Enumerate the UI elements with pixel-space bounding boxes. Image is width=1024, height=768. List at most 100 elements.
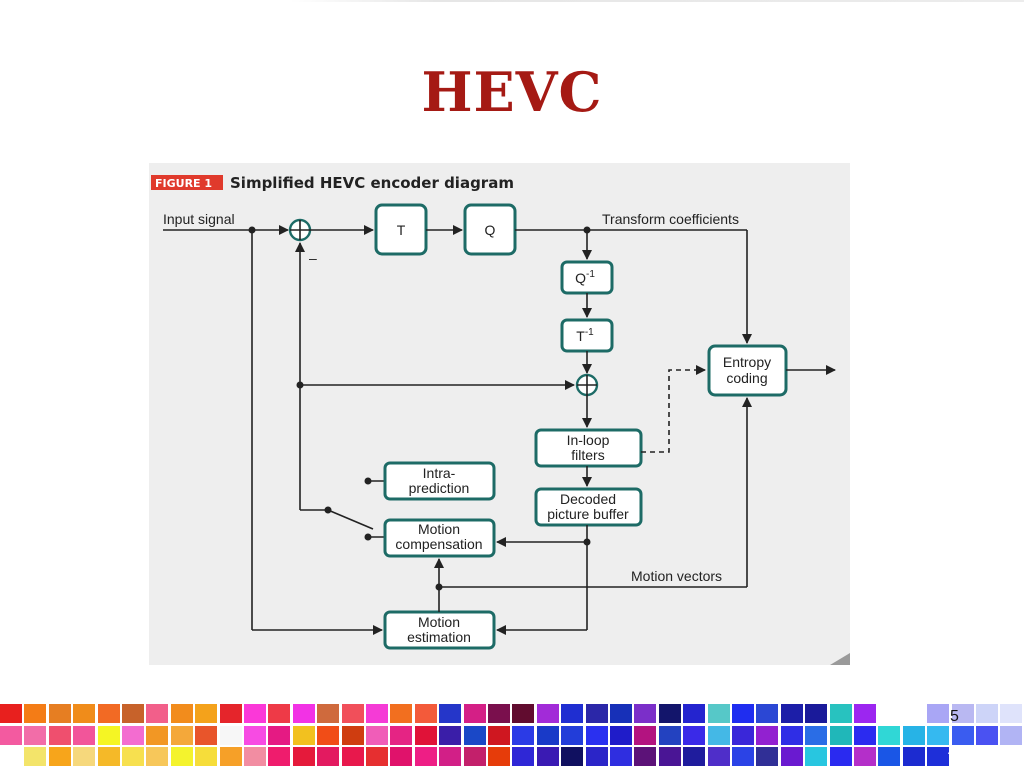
mosaic-tile	[927, 747, 950, 766]
mosaic-tile	[146, 747, 169, 766]
mosaic-tile	[292, 747, 315, 766]
mosaic-tile	[268, 704, 291, 723]
mosaic-tile	[902, 725, 925, 745]
mosaic-tile	[268, 725, 291, 745]
mosaic-tile	[268, 747, 291, 766]
mosaic-tile	[561, 704, 584, 723]
mosaic-tile	[854, 704, 876, 723]
mosaic-tile	[48, 704, 71, 723]
svg-text:T-1: T-1	[576, 327, 594, 344]
mosaic-tile	[73, 725, 96, 745]
mosaic-tile	[683, 747, 706, 766]
mosaic-tile	[146, 725, 169, 745]
input-signal-label: Input signal	[163, 211, 235, 227]
mosaic-tile	[707, 725, 730, 745]
mosaic-tile	[341, 747, 364, 766]
mosaic-tile	[73, 747, 96, 766]
svg-text:Q: Q	[485, 222, 496, 238]
inverse-transform-block: T-1	[560, 318, 614, 353]
mosaic-tile	[463, 725, 486, 745]
mosaic-tile	[658, 747, 681, 766]
mosaic-tile	[780, 747, 803, 766]
mosaic-tile	[24, 704, 47, 723]
mosaic-tile	[0, 747, 22, 766]
mosaic-tile	[805, 704, 828, 723]
mosaic-tile	[561, 747, 584, 766]
mosaic-tile	[902, 747, 925, 766]
mosaic-tile	[97, 747, 120, 766]
mosaic-tile	[488, 725, 510, 745]
svg-text:prediction: prediction	[409, 480, 470, 496]
mosaic-tile	[585, 747, 608, 766]
intra-prediction-block: Intra- prediction	[383, 461, 496, 501]
svg-text:Entropy: Entropy	[723, 354, 771, 370]
mosaic-tile	[341, 725, 364, 745]
mc-switch-contact	[364, 533, 372, 541]
top-divider-line	[290, 0, 1024, 2]
figure-caption: Simplified HEVC encoder diagram	[230, 174, 514, 192]
mosaic-tile	[48, 747, 71, 766]
mosaic-tile	[683, 725, 706, 745]
svg-text:Motion: Motion	[418, 521, 460, 537]
figure-panel: FIGURE 1 Simplified HEVC encoder diagram…	[149, 163, 850, 665]
mosaic-tile	[317, 704, 340, 723]
mosaic-tile	[341, 704, 364, 723]
minus-sign: –	[309, 250, 317, 266]
motion-vectors-label: Motion vectors	[631, 568, 722, 584]
slide-number: 5	[950, 708, 959, 725]
figure-corner-triangle	[830, 653, 850, 665]
motion-estimation-block: Motion estimation	[383, 610, 496, 650]
mosaic-tile	[610, 704, 632, 723]
mosaic-tile	[390, 704, 413, 723]
mosaic-tile	[780, 704, 803, 723]
mosaic-tile	[122, 725, 144, 745]
mosaic-tile	[536, 747, 559, 766]
mosaic-tile	[1000, 747, 1023, 766]
mosaic-tile	[658, 725, 681, 745]
mosaic-tile	[24, 747, 47, 766]
mosaic-tile	[0, 704, 22, 723]
mosaic-tile	[536, 704, 559, 723]
svg-text:Decoded: Decoded	[560, 491, 616, 507]
mosaic-tile	[97, 725, 120, 745]
mosaic-tile	[390, 725, 413, 745]
mosaic-tile	[976, 725, 998, 745]
mosaic-tile	[951, 725, 974, 745]
mosaic-tile	[658, 704, 681, 723]
mosaic-tile	[878, 747, 901, 766]
mosaic-tile	[122, 747, 144, 766]
svg-text:Motion: Motion	[418, 614, 460, 630]
mosaic-tile	[756, 725, 779, 745]
mosaic-tile	[927, 725, 950, 745]
mosaic-tile	[414, 725, 437, 745]
add-junction	[575, 373, 599, 397]
mosaic-tile	[170, 725, 193, 745]
mosaic-tile	[439, 747, 462, 766]
mosaic-tile	[610, 747, 632, 766]
svg-text:compensation: compensation	[395, 536, 482, 552]
mosaic-tile	[195, 704, 218, 723]
mosaic-tile	[170, 704, 193, 723]
mosaic-tile	[707, 747, 730, 766]
mosaic-tile	[634, 747, 657, 766]
entropy-coding-block: Entropy coding	[707, 344, 788, 397]
mode-switch	[327, 509, 374, 530]
filter-params-dashed-arrow	[641, 365, 706, 453]
svg-text:Intra-: Intra-	[423, 465, 456, 481]
mosaic-tile	[1000, 704, 1023, 723]
slide-title: HEVC	[421, 60, 603, 124]
mosaic-tile	[317, 747, 340, 766]
mosaic-tile	[512, 704, 535, 723]
inloop-filters-block: In-loop filters	[534, 428, 643, 468]
mosaic-tile	[292, 725, 315, 745]
mosaic-tile	[414, 747, 437, 766]
mosaic-tile	[122, 704, 144, 723]
mosaic-tile	[73, 704, 96, 723]
mosaic-tile	[878, 704, 901, 723]
mosaic-tile	[24, 725, 47, 745]
motion-compensation-block: Motion compensation	[383, 518, 496, 558]
mosaic-tile	[366, 747, 388, 766]
mosaic-tile	[170, 747, 193, 766]
mosaic-tile	[634, 725, 657, 745]
mosaic-tile	[585, 704, 608, 723]
